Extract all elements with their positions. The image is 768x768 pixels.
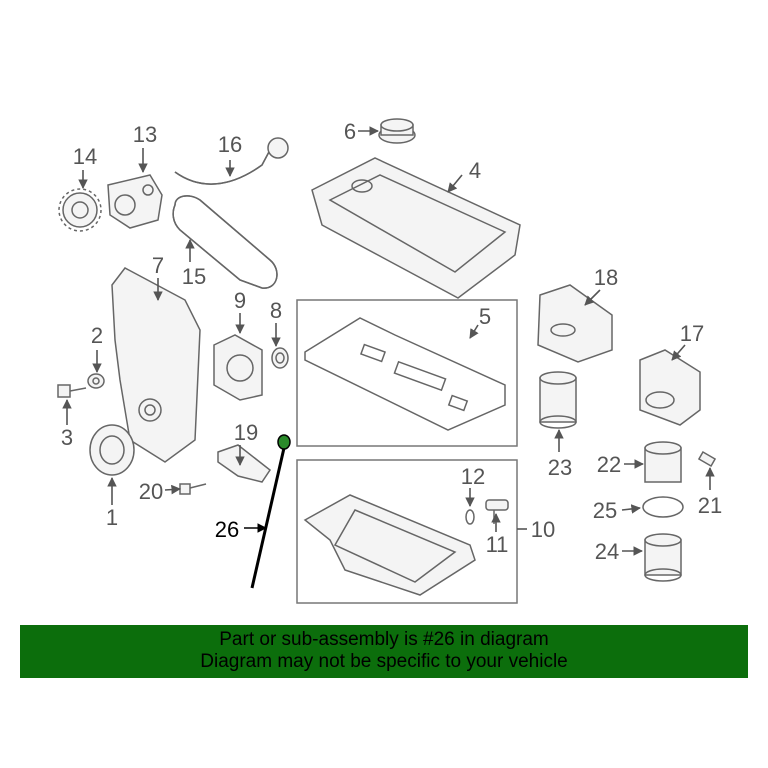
- callout-labels: 1 2 3 4 5 6 7 8 9 10 11 12 13 14 15 16 1…: [61, 119, 722, 564]
- callout-19: 19: [234, 420, 258, 445]
- part-4-valve-cover: [311, 157, 521, 299]
- part-13-pump: [107, 174, 163, 229]
- callout-17: 17: [680, 321, 704, 346]
- part-22-filter-element: [644, 441, 682, 483]
- box-10-oil-pan: [296, 459, 518, 604]
- callout-9: 9: [234, 288, 246, 313]
- callout-25: 25: [593, 498, 617, 523]
- callout-26: 26: [215, 517, 239, 542]
- callout-24: 24: [595, 539, 619, 564]
- callout-21: 21: [698, 493, 722, 518]
- callout-8: 8: [270, 298, 282, 323]
- callout-1: 1: [106, 505, 118, 530]
- callout-14: 14: [73, 144, 97, 169]
- part-21-sensor: [697, 451, 717, 467]
- info-banner: Part or sub-assembly is #26 in diagram D…: [20, 625, 748, 678]
- callout-15: 15: [182, 264, 206, 289]
- part-20-bolt: [179, 483, 207, 495]
- callout-6: 6: [344, 119, 356, 144]
- part-15-belt: [172, 195, 278, 289]
- callout-10: 10: [531, 517, 555, 542]
- part-3-bolt: [57, 384, 87, 398]
- part-1-pulley: [89, 424, 135, 476]
- banner-line-1: Part or sub-assembly is #26 in diagram: [219, 629, 549, 650]
- part-16-pipe: [174, 137, 289, 185]
- part-12-oring: [465, 509, 475, 525]
- part-14-sprocket: [58, 188, 102, 232]
- part-24-cap: [644, 533, 682, 582]
- leader-lines: [62, 126, 715, 556]
- callout-3: 3: [61, 425, 73, 450]
- callout-12: 12: [461, 464, 485, 489]
- part-19-gasket: [217, 444, 272, 483]
- box-5-gasket: [296, 299, 518, 447]
- callout-2: 2: [91, 323, 103, 348]
- callout-22: 22: [597, 452, 621, 477]
- callout-4: 4: [469, 158, 481, 183]
- callout-11: 11: [486, 532, 509, 557]
- part-23-oil-filter: [539, 371, 577, 429]
- callout-16: 16: [218, 132, 242, 157]
- part-26-dipstick: [250, 434, 291, 589]
- part-8-seal: [271, 347, 289, 369]
- banner-line-2: Diagram may not be specific to your vehi…: [200, 651, 568, 672]
- callout-7: 7: [152, 253, 164, 278]
- callout-18: 18: [594, 265, 618, 290]
- callout-20: 20: [139, 479, 163, 504]
- part-18-housing: [537, 284, 613, 363]
- part-6-cap: [378, 118, 416, 144]
- part-11-plug: [485, 499, 509, 524]
- callout-5: 5: [479, 304, 491, 329]
- part-17-housing: [639, 349, 701, 426]
- part-7-timing-cover: [111, 267, 201, 463]
- callout-13: 13: [133, 122, 157, 147]
- part-2-washer: [87, 373, 105, 389]
- part-25-oring: [642, 496, 684, 518]
- part-9-housing: [213, 334, 263, 401]
- callout-23: 23: [548, 455, 572, 480]
